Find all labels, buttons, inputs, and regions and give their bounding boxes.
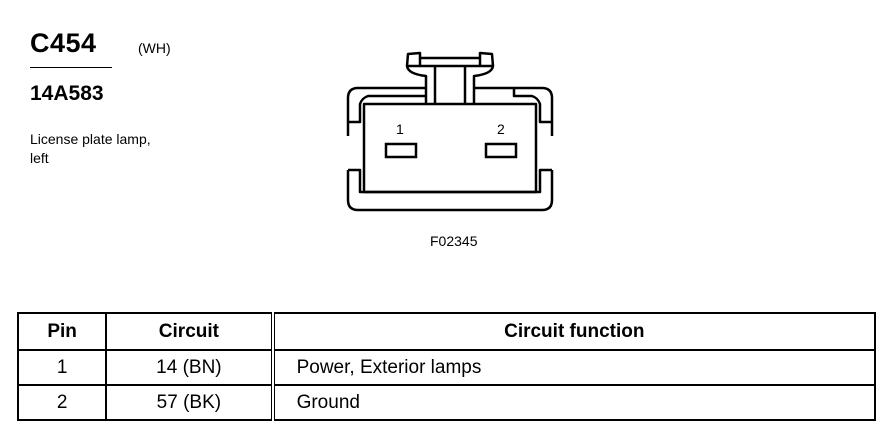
connector-description: License plate lamp,: [30, 131, 151, 147]
pin-2-cavity: [484, 142, 518, 159]
connector-description-cont: left: [30, 150, 49, 166]
circuit-cell: 57 (BK): [105, 384, 274, 421]
connector-shell-upper: [346, 86, 426, 136]
table-header-row: Pin Circuit Circuit function: [16, 312, 877, 351]
pin-1-cavity: [384, 142, 418, 159]
connector-id: C454: [30, 28, 97, 58]
figure-id: F02345: [430, 233, 478, 249]
connector-color: (WH): [138, 40, 171, 56]
function-cell: Power, Exterior lamps: [270, 349, 877, 386]
pin-1-label: 1: [396, 121, 404, 137]
pin-table: Pin Circuit Circuit function 1 14 (BN) P…: [16, 312, 877, 421]
header-pin: Pin: [16, 312, 108, 351]
locking-tab: [405, 51, 495, 104]
part-number: 14A583: [30, 82, 104, 105]
header-circuit: Circuit: [105, 312, 274, 351]
header-circuit-function: Circuit function: [270, 312, 877, 351]
function-cell: Ground: [270, 384, 877, 421]
pin-2-label: 2: [497, 121, 505, 137]
connector-face: [362, 102, 538, 194]
table-row: 1 14 (BN) Power, Exterior lamps: [16, 349, 877, 386]
pin-cell: 1: [16, 349, 108, 386]
table-row: 2 57 (BK) Ground: [16, 384, 877, 421]
pin-cell: 2: [16, 384, 108, 421]
connector-shell-lower: [346, 170, 554, 212]
connector-face-diagram: 1 2: [346, 51, 554, 212]
circuit-cell: 14 (BN): [105, 349, 274, 386]
title-divider: [30, 67, 112, 68]
